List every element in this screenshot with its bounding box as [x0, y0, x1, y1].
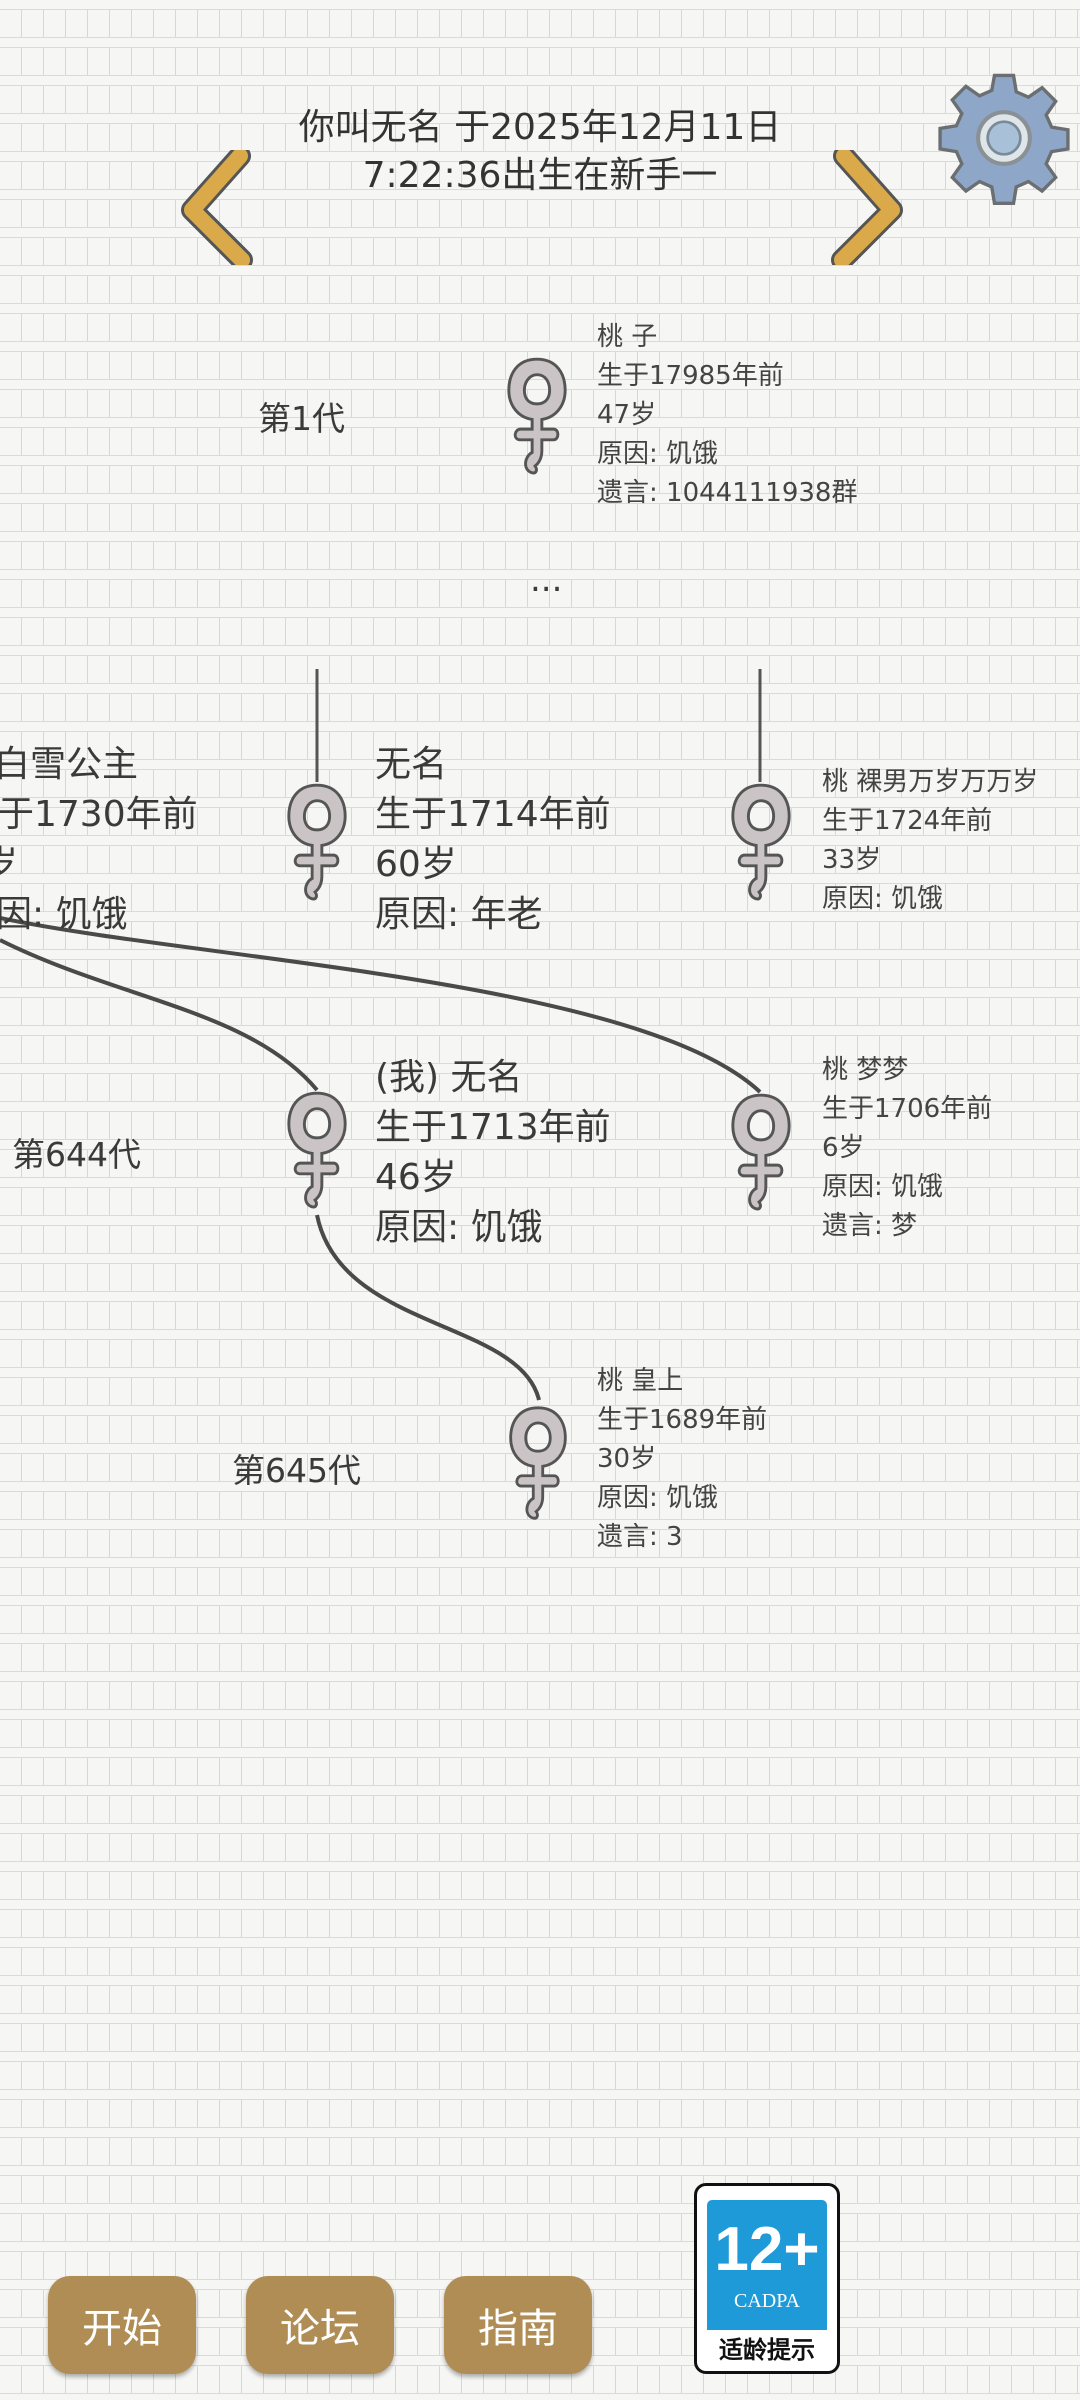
female-icon[interactable]	[505, 1402, 571, 1524]
person-born: 生于1689年前	[597, 1405, 768, 1435]
birth-info-line1: 你叫无名 于2025年12月11日	[298, 107, 782, 148]
person-me[interactable]: (我) 无名 生于1713年前 46岁 原因: 饥饿	[375, 1053, 611, 1253]
ellipsis: ...	[530, 560, 563, 600]
person-born: 生于1714年前	[375, 794, 611, 835]
person-name: 桃 裸男万岁万万岁	[822, 767, 1039, 797]
person-born: 生于1713年前	[375, 1107, 611, 1148]
connector-child	[315, 1214, 541, 1401]
gear-icon[interactable]	[936, 70, 1072, 206]
person-sibling[interactable]: 桃 梦梦 生于1706年前 6岁 原因: 饥饿 遗言: 梦	[822, 1051, 992, 1246]
rating-org: CADPA	[734, 2290, 800, 2312]
person-name: 桃 皇上	[597, 1366, 684, 1396]
age-rating-badge[interactable]: 12+ CADPA 适龄提示	[694, 2183, 840, 2374]
chevron-left-icon[interactable]	[180, 150, 272, 265]
person-born: 生于17985年前	[597, 361, 784, 391]
connector-me	[0, 938, 319, 1092]
person-ancestor[interactable]: 桃 子 生于17985年前 47岁 原因: 饥饿 遗言: 1044111938群	[597, 318, 857, 513]
person-name: (我) 无名	[375, 1057, 523, 1098]
person-cause: 原因: 饥饿	[597, 1483, 719, 1513]
birth-info: 你叫无名 于2025年12月11日 7:22:36出生在新手一	[0, 104, 1080, 200]
female-icon[interactable]	[503, 355, 571, 477]
person-child[interactable]: 桃 皇上 生于1689年前 30岁 原因: 饥饿 遗言: 3	[597, 1362, 767, 1557]
person-born: 生于1724年前	[822, 806, 993, 836]
person-age: 30岁	[597, 1444, 657, 1474]
female-icon[interactable]	[727, 1090, 795, 1214]
person-name: 白雪公主	[0, 744, 139, 785]
birth-info-line2: 7:22:36出生在新手一	[362, 155, 718, 196]
age-rating-hint: 适龄提示	[719, 2336, 815, 2364]
chevron-right-icon[interactable]	[812, 150, 904, 265]
person-cause: 原因: 年老	[375, 894, 543, 935]
person-born: 生于1730年前	[0, 794, 198, 835]
person-father[interactable]: 无名 生于1714年前 60岁 原因: 年老	[375, 740, 611, 940]
person-left-partial[interactable]: 白雪公主 生于1730年前 岁 原因: 饥饿	[0, 740, 198, 940]
person-age: 60岁	[375, 844, 457, 885]
person-age: 6岁	[822, 1133, 865, 1163]
person-age: 46岁	[375, 1157, 457, 1198]
connector-sibling	[0, 916, 762, 1094]
guide-button[interactable]: 指南	[444, 2276, 592, 2374]
person-name: 桃 梦梦	[822, 1055, 909, 1085]
person-right-parent[interactable]: 桃 裸男万岁万万岁 生于1724年前 33岁 原因: 饥饿	[822, 763, 1038, 919]
generation-label-644: 第644代	[12, 1135, 141, 1174]
female-icon[interactable]	[283, 780, 351, 904]
start-button[interactable]: 开始	[48, 2276, 196, 2374]
person-cause: 原因: 饥饿	[597, 439, 719, 469]
person-cause: 原因: 饥饿	[375, 1207, 543, 1248]
person-name: 桃 子	[597, 322, 658, 352]
person-cause: 原因: 饥饿	[0, 894, 128, 935]
person-last-words: 遗言: 1044111938群	[597, 478, 858, 508]
person-cause: 原因: 饥饿	[822, 884, 944, 914]
person-last-words: 遗言: 3	[597, 1522, 683, 1552]
person-age: 47岁	[597, 400, 657, 430]
age-rating-panel: 12+ CADPA	[707, 2200, 827, 2330]
female-icon[interactable]	[283, 1088, 351, 1212]
generation-label-1: 第1代	[258, 399, 345, 438]
female-icon[interactable]	[727, 780, 795, 904]
person-age: 33岁	[822, 845, 882, 875]
generation-label-645: 第645代	[232, 1451, 361, 1490]
person-born: 生于1706年前	[822, 1094, 993, 1124]
person-last-words: 遗言: 梦	[822, 1211, 918, 1241]
forum-button[interactable]: 论坛	[246, 2276, 394, 2374]
person-age: 岁	[0, 844, 19, 885]
person-name: 无名	[375, 744, 448, 785]
person-cause: 原因: 饥饿	[822, 1172, 944, 1202]
age-rating: 12+	[714, 2215, 820, 2284]
